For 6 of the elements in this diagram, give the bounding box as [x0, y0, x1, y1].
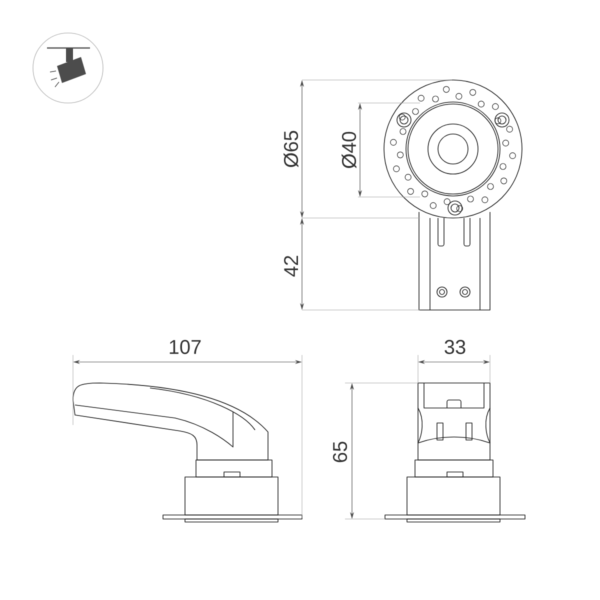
dimension-label: Ø40: [342, 132, 356, 168]
dimension-label: 33: [444, 340, 466, 354]
dimension-label: 42: [284, 256, 298, 277]
dimension-label: Ø65: [284, 130, 298, 168]
dimension-label: 65: [332, 442, 348, 462]
dimension-label: 107: [170, 340, 201, 354]
